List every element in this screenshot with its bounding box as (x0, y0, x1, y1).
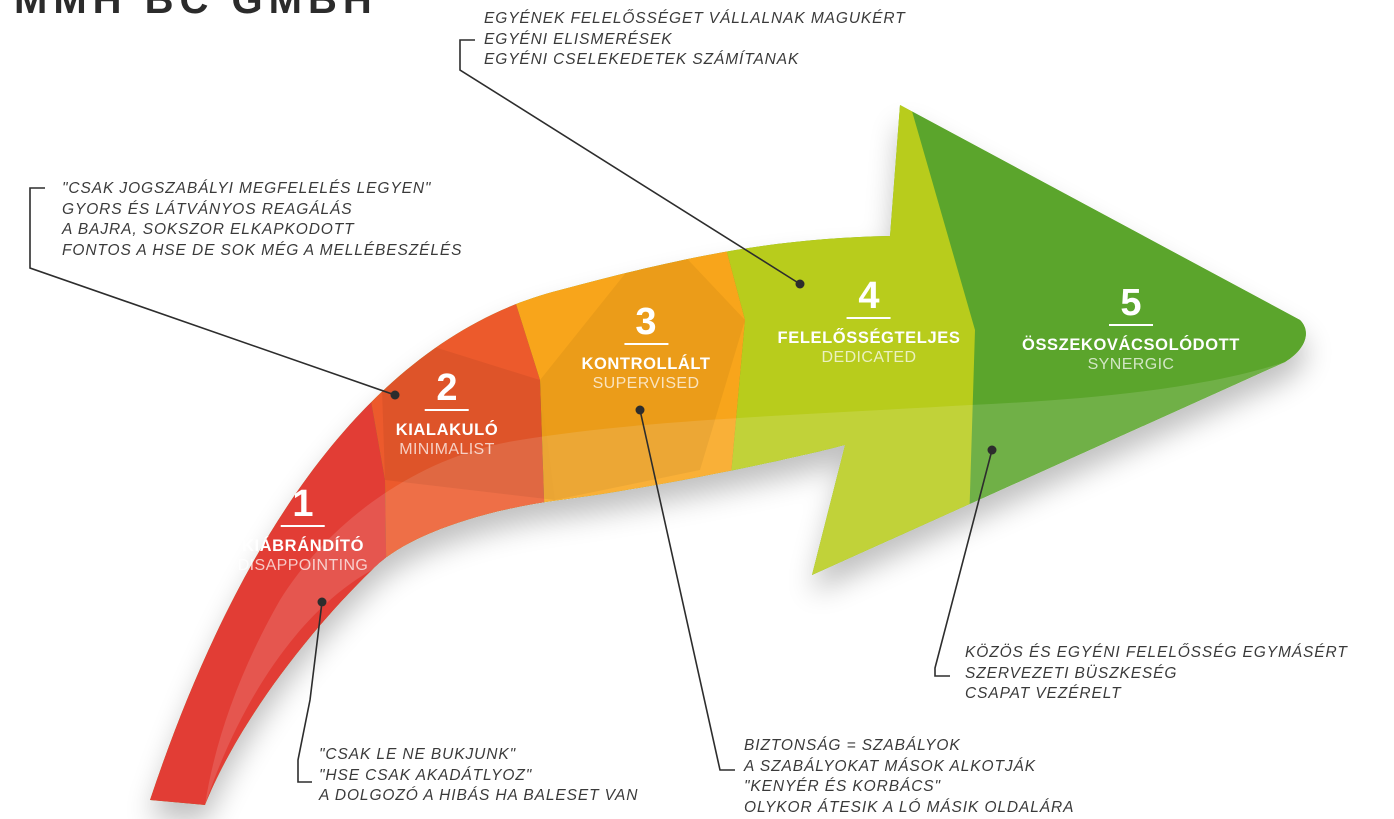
stage-5-label: 5 ÖSSZEKOVÁCSOLÓDOTT SYNERGIC (1022, 283, 1240, 375)
note-line: FONTOS A HSE DE SOK MÉG A MELLÉBESZÉLÉS (62, 241, 463, 259)
stage-5-number: 5 (1120, 282, 1142, 324)
stage-5-divider (1108, 324, 1153, 326)
stage-3-label: 3 KONTROLLÁLT SUPERVISED (581, 302, 710, 394)
stage-4-number: 4 (858, 275, 880, 317)
stage-5-name: ÖSSZEKOVÁCSOLÓDOTT (1022, 336, 1240, 354)
stage-2-notes: "CSAK JOGSZABÁLYI MEGFELELÉS LEGYEN" GYO… (62, 179, 462, 261)
stage-1-number: 1 (292, 483, 314, 525)
stage-3-notes: BIZTONSÁG = SZABÁLYOK A SZABÁLYOKAT MÁSO… (744, 736, 1074, 818)
note-line: BIZTONSÁG = SZABÁLYOK (744, 737, 961, 754)
stage-1-name: KIÁBRÁNDÍTÓ (241, 537, 365, 555)
note-line: KÖZÖS ÉS EGYÉNI FELELŐSSÉG EGYMÁSÉRT (965, 644, 1348, 661)
leader-dot-1 (317, 597, 327, 607)
leader-line-1 (297, 601, 323, 783)
stage-4-notes: EGYÉNEK FELELŐSSÉGET VÁLLALNAK MAGUKÉRT … (484, 9, 906, 71)
note-line: "HSE CSAK AKADÁTLYOZ" (319, 766, 533, 784)
stage-2-divider (425, 409, 469, 411)
stage-2-number: 2 (436, 367, 458, 409)
leader-dot-3 (635, 405, 645, 415)
arrow-highlight (205, 362, 1285, 805)
leader-dot-5 (987, 445, 997, 455)
stage-3-number: 3 (635, 301, 657, 343)
note-line: EGYÉNI CSELEKEDETEK SZÁMÍTANAK (484, 51, 800, 68)
leader-line-4 (459, 39, 801, 285)
leader-dot-2 (390, 390, 400, 400)
note-line: EGYÉNI ELISMERÉSEK (484, 30, 673, 48)
stage-4-english: DEDICATED (821, 349, 917, 366)
stage-3-divider (623, 343, 668, 345)
stage-2-english: MINIMALIST (399, 441, 495, 458)
stage-1-label: 1 KIÁBRÁNDÍTÓ DISAPPOINTING (238, 484, 369, 576)
title-fragment: MMH BC GMBH (14, 0, 378, 22)
note-line: SZERVEZETI BÜSZKESÉG (965, 664, 1178, 682)
note-line: A BAJRA, SOKSZOR ELKAPKODOTT (62, 221, 355, 238)
stage-4-name: FELELŐSSÉGTELJES (777, 329, 961, 347)
leader-line-2 (29, 187, 396, 396)
note-line: "CSAK JOGSZABÁLYI MEGFELELÉS LEGYEN" (62, 180, 432, 197)
leader-dots (317, 279, 997, 607)
note-line: A DOLGOZÓ A HIBÁS HA BALESET VAN (319, 787, 639, 804)
note-line: CSAPAT VEZÉRELT (965, 685, 1122, 702)
stage-2-name: KIALAKULÓ (395, 421, 499, 439)
stage-2-label: 2 KIALAKULÓ MINIMALIST (396, 368, 499, 460)
stage-4-divider (846, 317, 891, 319)
stage-4-label: 4 FELELŐSSÉGTELJES DEDICATED (778, 276, 961, 368)
leader-line-3 (639, 409, 735, 771)
note-line: "CSAK LE NE BUKJUNK" (319, 746, 516, 763)
note-line: A SZABÁLYOKAT MÁSOK ALKOTJÁK (744, 757, 1036, 775)
stage-1-notes: "CSAK LE NE BUKJUNK" "HSE CSAK AKADÁTLYO… (319, 745, 638, 807)
stage-1-divider (281, 525, 325, 527)
leader-line-5 (934, 449, 993, 677)
stage-1-english: DISAPPOINTING (237, 557, 369, 574)
stage-3-english: SUPERVISED (592, 375, 700, 392)
stage-5-english: SYNERGIC (1087, 356, 1175, 373)
segment-1 (150, 105, 390, 805)
stage-5-notes: KÖZÖS ÉS EGYÉNI FELELŐSSÉG EGYMÁSÉRT SZE… (965, 643, 1348, 705)
stage-3-name: KONTROLLÁLT (581, 355, 711, 373)
note-line: GYORS ÉS LÁTVÁNYOS REAGÁLÁS (62, 200, 353, 218)
leader-lines (29, 39, 993, 783)
note-line: EGYÉNEK FELELŐSSÉGET VÁLLALNAK MAGUKÉRT (484, 10, 906, 27)
note-line: OLYKOR ÁTESIK A LÓ MÁSIK OLDALÁRA (744, 798, 1075, 816)
leader-dot-4 (795, 279, 805, 289)
note-line: "KENYÉR ÉS KORBÁCS" (744, 778, 941, 795)
